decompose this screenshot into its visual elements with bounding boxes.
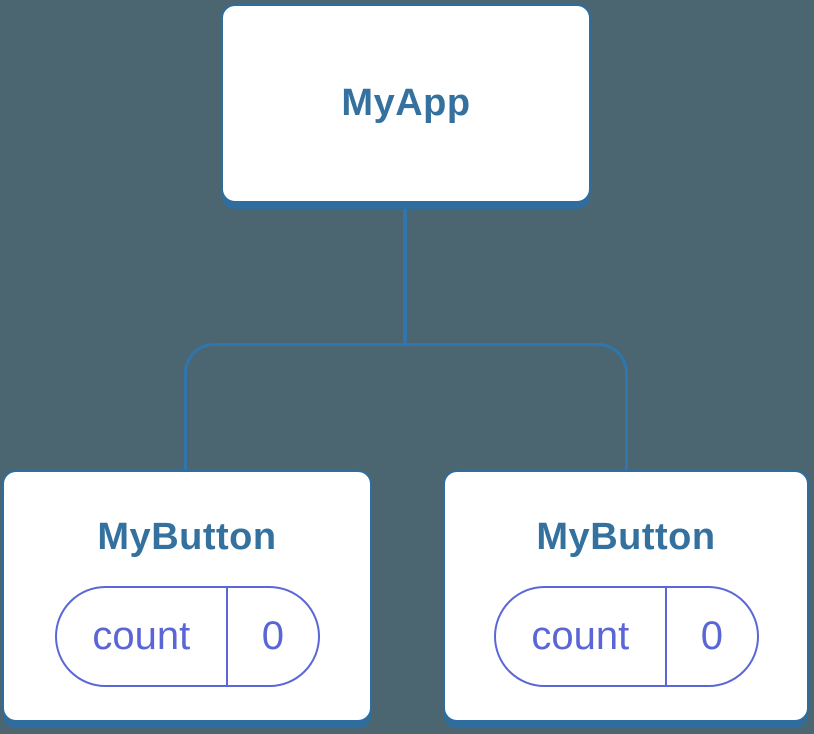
component-node-child-right: MyButton count 0: [443, 470, 809, 722]
state-value: 0: [700, 613, 723, 658]
state-value: 0: [261, 613, 284, 658]
component-node-root: MyApp: [221, 4, 591, 203]
state-pill: count 0: [493, 585, 759, 687]
tree-branch-bracket: [184, 343, 628, 471]
component-name-label: MyApp: [341, 81, 471, 124]
state-key-label: count: [496, 587, 668, 685]
tree-connector-line: [403, 209, 407, 344]
component-node-child-left: MyButton count 0: [2, 470, 372, 722]
component-name-label: MyButton: [97, 516, 277, 558]
state-pill: count 0: [54, 585, 320, 687]
component-name-label: MyButton: [536, 516, 716, 558]
state-key-label: count: [57, 587, 229, 685]
